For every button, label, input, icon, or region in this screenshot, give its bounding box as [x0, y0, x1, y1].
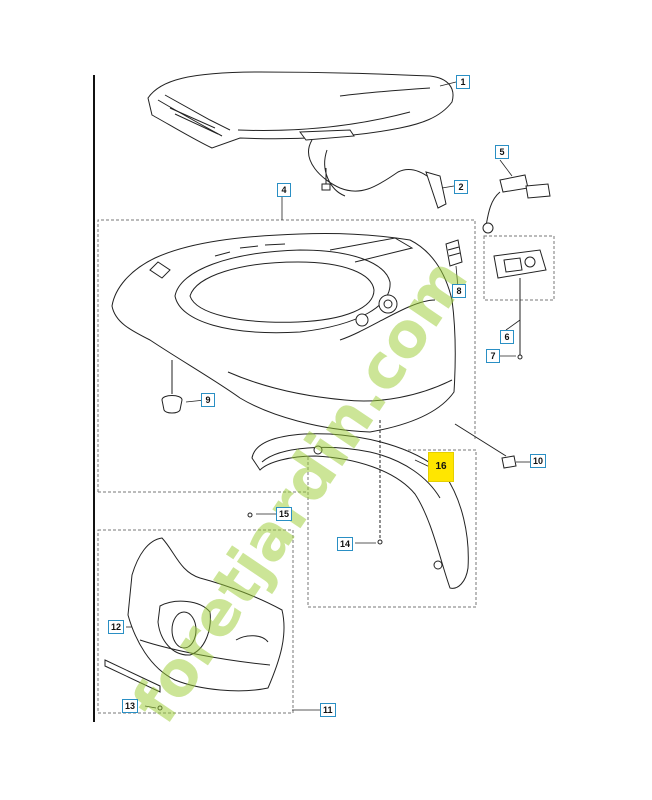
- part-clip-10: [454, 423, 517, 469]
- part-rear-bumper: [247, 420, 469, 589]
- part-sensor: [493, 249, 547, 360]
- part-connector: [482, 174, 551, 234]
- callout-14: 14: [337, 537, 354, 551]
- callout-8: 8: [452, 284, 466, 298]
- frame-front-cover-group: [97, 529, 294, 714]
- frame-body-group: [97, 219, 476, 492]
- callout-15: 15: [276, 507, 293, 521]
- frame-sensor-group: [483, 235, 555, 301]
- callout-10: 10: [530, 454, 547, 468]
- callout-2: 2: [454, 180, 468, 194]
- part-cable: [299, 129, 447, 209]
- part-front-cover: [104, 537, 285, 711]
- callout-9: 9: [201, 393, 215, 407]
- callout-4: 4: [277, 183, 291, 197]
- part-foot: [161, 360, 183, 414]
- part-chassis: [111, 232, 456, 433]
- frame-bumper-group: [307, 449, 477, 608]
- callout-13: 13: [122, 699, 139, 713]
- callout-1: 1: [456, 75, 470, 89]
- callout-11: 11: [320, 703, 336, 717]
- group-frames: [97, 219, 555, 714]
- callout-7: 7: [486, 349, 500, 363]
- callout-16-highlighted: 16: [428, 452, 454, 482]
- callout-6: 6: [500, 330, 514, 344]
- part-top-cover: [147, 71, 454, 149]
- callout-12: 12: [108, 620, 125, 634]
- callout-5: 5: [495, 145, 509, 159]
- part-clip: [445, 239, 463, 267]
